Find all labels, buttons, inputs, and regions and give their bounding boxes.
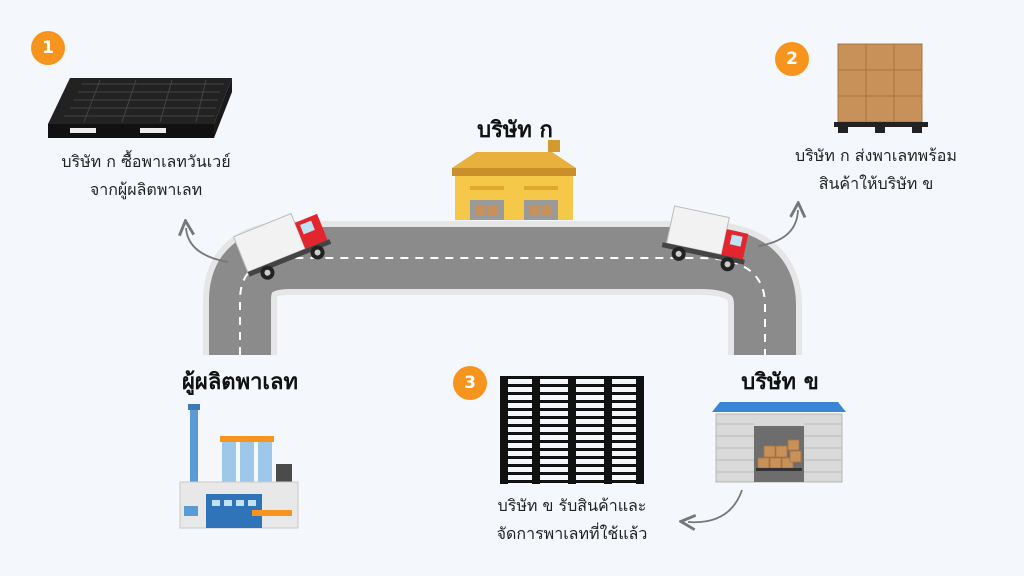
warehouse-icon-b xyxy=(712,402,846,483)
step-2-badge: 2 xyxy=(775,42,809,76)
company-b-title: บริษัท ข xyxy=(741,370,819,395)
step-2-caption-line2: สินค้าให้บริษัท ข xyxy=(818,174,934,193)
warehouse-icon xyxy=(452,140,576,220)
pallet-icon xyxy=(48,78,232,138)
step-2-caption-line1: บริษัท ก ส่งพาเลทพร้อม xyxy=(795,146,957,165)
step-1-caption-line2: จากผู้ผลิตพาเลท xyxy=(89,180,203,199)
step-1-badge: 1 xyxy=(31,31,65,65)
step-3-caption: บริษัท ข รับสินค้าและ จัดการพาเลทที่ใช้แ… xyxy=(460,492,684,548)
truck-icon-right xyxy=(661,205,749,272)
step-1-caption: บริษัท ก ซื้อพาเลทวันเวย์ จากผู้ผลิตพาเล… xyxy=(30,148,262,204)
boxed-pallet-icon xyxy=(834,43,928,133)
truck-icon-left xyxy=(232,212,332,280)
manufacturer-title: ผู้ผลิตพาเลท xyxy=(182,370,298,395)
arrow-to-step2 xyxy=(757,210,798,247)
factory-icon xyxy=(179,404,299,529)
step-2-caption: บริษัท ก ส่งพาเลทพร้อม สินค้าให้บริษัท ข xyxy=(758,142,994,198)
company-a-title: บริษัท ก xyxy=(477,118,553,143)
step-3-caption-line2: จัดการพาเลทที่ใช้แล้ว xyxy=(496,524,648,543)
step-3-caption-line1: บริษัท ข รับสินค้าและ xyxy=(497,496,647,515)
road xyxy=(203,221,802,355)
arrow-to-step3 xyxy=(688,489,743,522)
stacked-pallets-icon xyxy=(500,376,644,484)
step-3-badge: 3 xyxy=(453,366,487,400)
arrow-to-step1 xyxy=(186,228,229,263)
step-1-caption-line1: บริษัท ก ซื้อพาเลทวันเวย์ xyxy=(61,152,231,171)
